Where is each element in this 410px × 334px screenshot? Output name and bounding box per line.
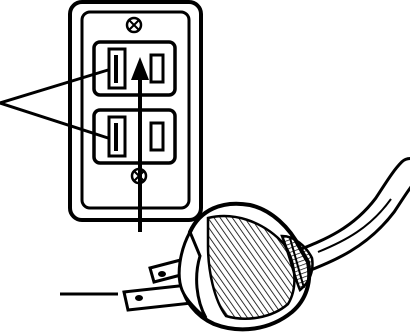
arrow-up-icon bbox=[131, 57, 149, 232]
callout-lines-receptacles bbox=[0, 68, 109, 140]
screw-icon bbox=[125, 16, 143, 34]
power-cord bbox=[287, 157, 410, 275]
lower-slots bbox=[107, 115, 165, 158]
plug-icon bbox=[122, 201, 314, 332]
upper-slots bbox=[107, 47, 165, 90]
wall-outlet-icon bbox=[68, 0, 203, 222]
